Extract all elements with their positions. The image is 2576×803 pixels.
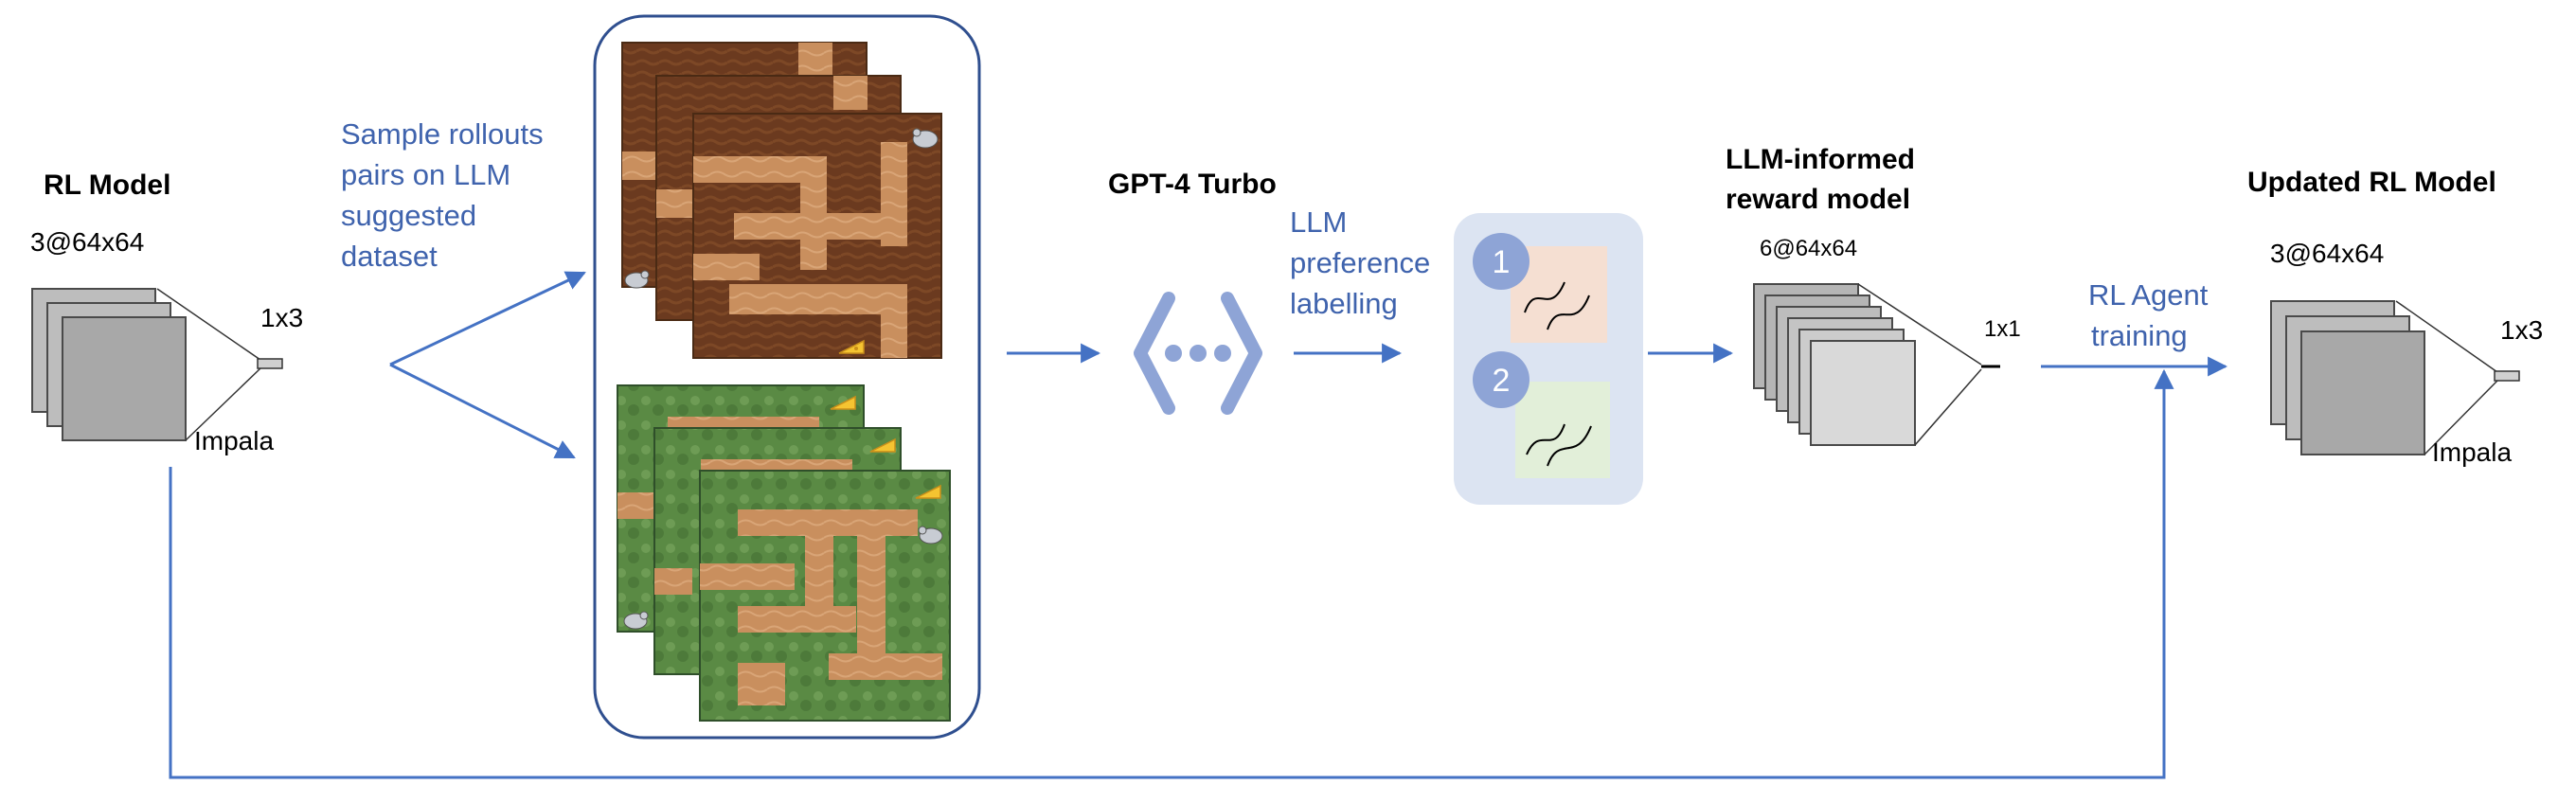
training-caption-line: training xyxy=(2091,319,2188,352)
updated-model-arch: Impala xyxy=(2432,437,2512,467)
fork-arrow-upper xyxy=(389,271,586,366)
updated-model-title: Updated RL Model xyxy=(2247,167,2496,198)
llm-caption-line: labelling xyxy=(1290,287,1398,320)
training-caption: RL Agent training xyxy=(2088,278,2209,352)
trajectory-curve xyxy=(1547,425,1592,467)
cheese-icon xyxy=(915,484,941,499)
reward-model-title-line: LLM-informed xyxy=(1726,144,1915,175)
maze-stack-grass xyxy=(617,384,951,722)
cheese-icon xyxy=(838,339,865,354)
cheese-icon xyxy=(830,395,856,410)
projection-line xyxy=(1857,283,1982,366)
input-layer xyxy=(2300,330,2425,455)
rl-model-title: RL Model xyxy=(44,170,170,201)
sampling-caption-line: Sample rollouts xyxy=(341,117,544,151)
sampling-caption-line: pairs on LLM xyxy=(341,158,510,191)
projection-line xyxy=(185,367,261,441)
rank-badge-1 xyxy=(1473,233,1530,290)
projection-line xyxy=(2424,380,2498,455)
fork-arrow-lower xyxy=(389,363,576,459)
sampling-caption-line: dataset xyxy=(341,240,438,273)
sampling-caption-line: suggested xyxy=(341,199,476,232)
llm-title: GPT-4 Turbo xyxy=(1108,169,1277,200)
rank-badge-2-label: 2 xyxy=(1493,363,1511,399)
maze-stack-dirt xyxy=(621,42,942,359)
trajectory-curve xyxy=(1547,294,1590,330)
mouse-icon xyxy=(623,611,649,630)
maze-image xyxy=(699,470,951,722)
updated-model-input-dim: 3@64x64 xyxy=(2270,239,2384,268)
reward-model: LLM-informed reward model 6@64x64 1x1 xyxy=(1726,144,2021,446)
reward-model-input-dim: 6@64x64 xyxy=(1760,236,1857,261)
rank-badge-1-label: 1 xyxy=(1493,244,1511,280)
reward-model-output-dim: 1x1 xyxy=(1984,316,2021,342)
rl-model: RL Model 3@64x64 1x3 Impala xyxy=(30,170,303,455)
input-layer xyxy=(62,316,187,441)
ellipsis-diamond-icon xyxy=(1134,292,1262,415)
updated-rl-model: Updated RL Model 3@64x64 1x3 Impala xyxy=(2247,167,2543,467)
rl-model-arch: Impala xyxy=(194,426,274,455)
projection-line xyxy=(1914,368,1982,446)
reward-model-input-stack xyxy=(1753,283,1916,446)
training-caption-line: RL Agent xyxy=(2088,278,2209,312)
rollouts-panel xyxy=(593,14,981,740)
rank-badge-2 xyxy=(1473,351,1530,408)
mouse-icon xyxy=(918,526,943,544)
policy-feedback-arrow xyxy=(169,368,2174,779)
llm-caption-line: LLM xyxy=(1290,205,1347,239)
rl-model-input-stack xyxy=(31,288,187,441)
updated-model-input-stack xyxy=(2270,300,2425,455)
preference-panel: 1 2 xyxy=(1454,213,1643,505)
cheese-icon xyxy=(869,437,896,453)
mouse-icon xyxy=(624,270,650,289)
trajectory-curve xyxy=(1526,423,1565,455)
updated-model-output-dim: 1x3 xyxy=(2500,315,2543,345)
sampling-caption: Sample rollouts pairs on LLM suggested d… xyxy=(341,117,544,273)
rl-model-input-dim: 3@64x64 xyxy=(30,227,144,257)
llm-caption-line: preference xyxy=(1290,246,1430,279)
output-node xyxy=(257,358,283,369)
output-node xyxy=(2494,370,2520,382)
projection-line xyxy=(156,288,261,361)
projection-line xyxy=(2395,300,2498,373)
trajectory-curve xyxy=(1524,281,1565,313)
mouse-icon xyxy=(912,128,939,149)
rl-model-output-dim: 1x3 xyxy=(260,303,303,332)
reward-model-title-line: reward model xyxy=(1726,184,1910,215)
llm-caption: LLM preference labelling xyxy=(1290,205,1430,320)
input-layer xyxy=(1810,340,1916,446)
maze-image xyxy=(692,113,942,359)
